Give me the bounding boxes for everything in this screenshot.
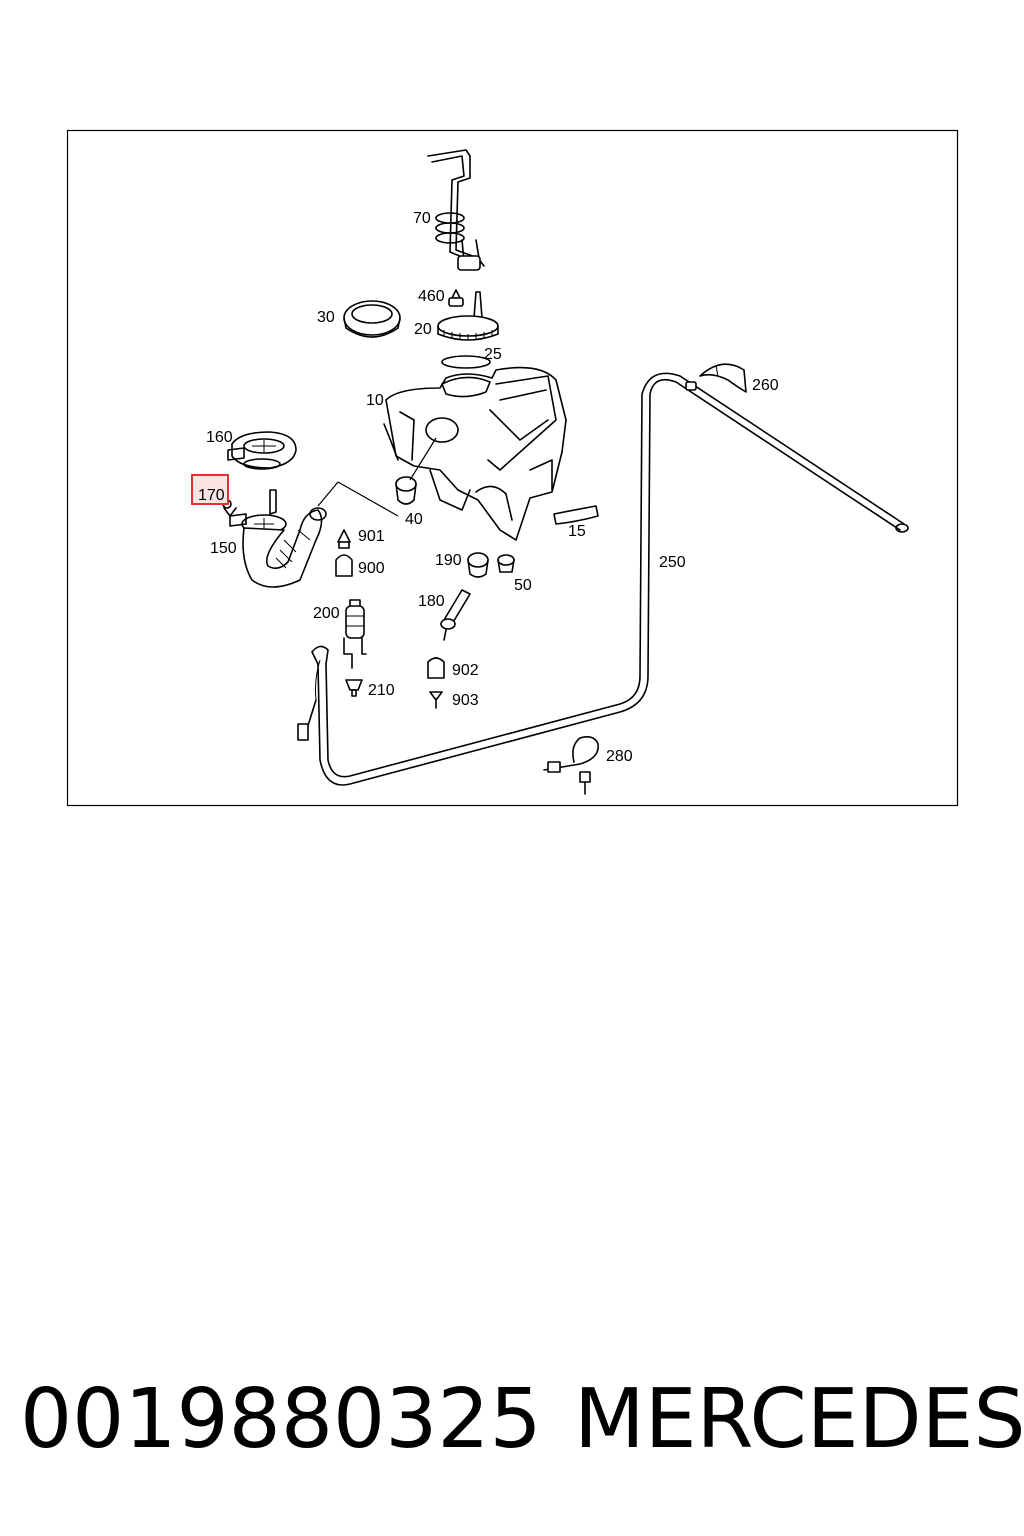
callout-901: 901 [358, 528, 385, 545]
callout-902: 902 [452, 662, 479, 679]
callout-170: 170 [198, 487, 225, 504]
part-cable-tie [543, 736, 599, 795]
leader-40b [317, 481, 339, 507]
callout-20: 20 [414, 321, 432, 338]
callout-150: 150 [210, 540, 237, 557]
callout-190: 190 [435, 552, 462, 569]
callout-40: 40 [405, 511, 423, 528]
part-cover [699, 363, 747, 393]
leader-10 [409, 437, 437, 481]
part-connector-902 [427, 657, 445, 679]
callout-250: 250 [659, 554, 686, 571]
caption: 0019880325 MERCEDES [0, 1372, 1024, 1467]
part-grommet [343, 300, 401, 338]
part-bracket [553, 505, 599, 525]
part-plug-40 [395, 476, 417, 505]
part-grommet-210 [345, 679, 363, 697]
part-plug-50 [497, 554, 515, 573]
callout-15: 15 [568, 523, 586, 540]
part-filler-neck [229, 489, 327, 588]
part-pump [343, 599, 367, 669]
part-filler-pipe [427, 149, 485, 271]
callout-260: 260 [752, 377, 779, 394]
callout-30: 30 [317, 309, 335, 326]
callout-10: 10 [366, 392, 384, 409]
part-connector-903 [429, 691, 443, 709]
callout-280: 280 [606, 748, 633, 765]
callout-170-highlight [191, 474, 229, 505]
callout-160: 160 [206, 429, 233, 446]
callout-210: 210 [368, 682, 395, 699]
part-cap-assembly [227, 431, 297, 470]
callout-50: 50 [514, 577, 532, 594]
callout-25: 25 [484, 346, 502, 363]
part-number: 0019880325 [20, 1372, 542, 1467]
part-hose-line [297, 372, 909, 786]
callout-903: 903 [452, 692, 479, 709]
part-connector-900 [335, 554, 353, 577]
callout-900: 900 [358, 560, 385, 577]
brand-name: MERCEDES [574, 1372, 1024, 1467]
callout-200: 200 [313, 605, 340, 622]
callout-70: 70 [413, 210, 431, 227]
leader-40 [337, 481, 399, 517]
part-plug-190 [467, 552, 489, 578]
part-seal-ring [441, 355, 491, 369]
part-reservoir-tank [383, 366, 567, 541]
callout-180: 180 [418, 593, 445, 610]
part-connector-901 [337, 529, 351, 549]
part-level-sensor [440, 589, 471, 641]
part-cap [437, 289, 499, 341]
diagram-frame [66, 129, 959, 807]
callout-460: 460 [418, 288, 445, 305]
